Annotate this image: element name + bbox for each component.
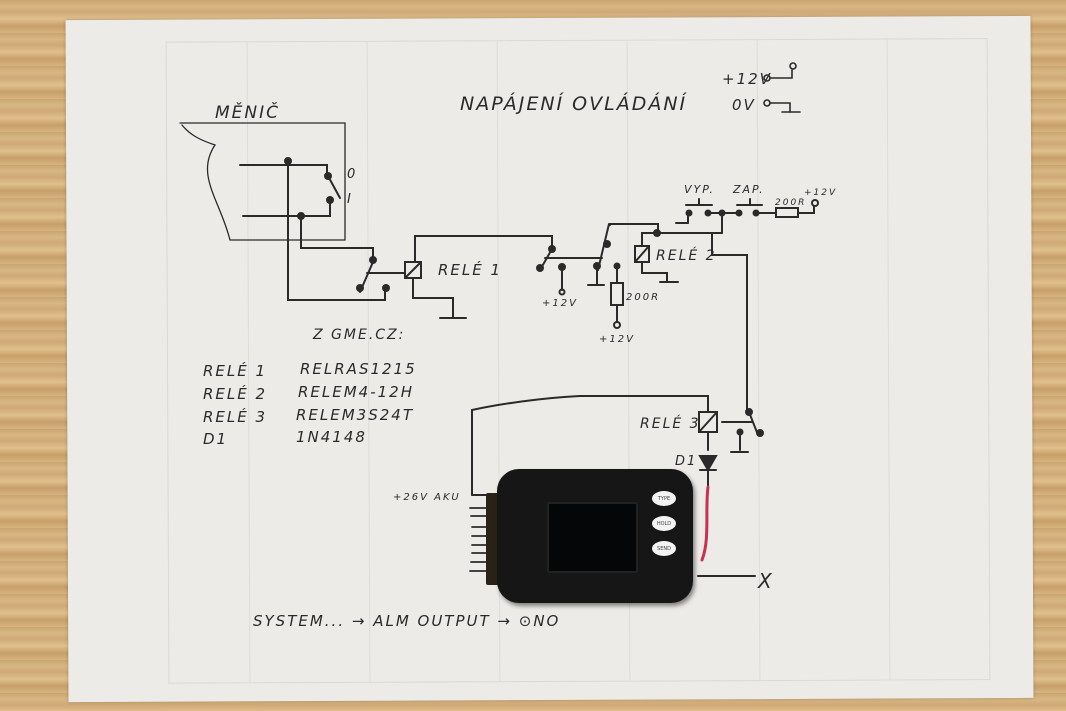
part-ref: D1 xyxy=(203,430,228,448)
relay-1-contact xyxy=(536,245,603,296)
converter-outline xyxy=(179,122,346,241)
resistor-2-label: 200R xyxy=(626,292,660,303)
red-wire xyxy=(700,485,710,562)
battery-label: +26V AKU xyxy=(393,492,461,503)
part-number: RELEM3S24T xyxy=(296,406,414,424)
part-number: 1N4148 xyxy=(296,428,367,446)
parts-source: Z GME.CZ: xyxy=(312,327,405,343)
converter-label: MĚNIČ xyxy=(215,101,280,123)
supply-label-2: +12V xyxy=(599,334,635,345)
supply-label-3: +12V xyxy=(804,188,837,198)
switch-pos-1: I xyxy=(347,192,353,207)
wire-relay2-relay3 xyxy=(711,232,748,413)
parts-list: RELÉ 1 RELRAS1215 RELÉ 2 RELEM4-12H RELÉ… xyxy=(203,360,417,448)
part-ref: RELÉ 1 xyxy=(203,361,267,380)
supply-ground-label: 0V xyxy=(732,96,756,114)
device-button-hold[interactable]: HOLD xyxy=(652,516,676,531)
title: NAPÁJENÍ OVLÁDÁNÍ xyxy=(460,92,688,115)
converter-switch xyxy=(239,157,386,301)
relay-1-label: RELÉ 1 xyxy=(438,260,502,279)
output-x-label: X xyxy=(757,569,774,593)
menu-note: SYSTEM... → ALM OUTPUT → ⊙NO xyxy=(253,612,560,630)
supply-label-1: +12V xyxy=(542,298,578,309)
part-ref: RELÉ 2 xyxy=(203,384,267,403)
relay-3-label: RELÉ 3 xyxy=(640,415,701,432)
diode-label: D1 xyxy=(675,454,697,469)
device-button-type[interactable]: TYPE xyxy=(652,491,676,506)
resistor-1-label: 200R xyxy=(775,198,806,208)
switch-pos-0: 0 xyxy=(347,167,357,182)
relay-1 xyxy=(356,235,553,319)
supply-terminals xyxy=(763,62,801,113)
relay-2 xyxy=(587,223,723,329)
battery-monitor-device: TYPE HOLD SEND xyxy=(497,469,693,603)
supply-plus-label: +12V xyxy=(722,70,772,88)
button-on-label: ZAP. xyxy=(732,183,765,196)
relay-3 xyxy=(471,395,764,496)
part-number: RELEM4-12H xyxy=(298,383,414,401)
device-screen xyxy=(547,502,638,573)
part-number: RELRAS1215 xyxy=(300,360,417,378)
connector-pins xyxy=(469,507,489,572)
part-ref: RELÉ 3 xyxy=(203,407,267,426)
button-off-label: VYP. xyxy=(684,183,715,196)
device-button-send[interactable]: SEND xyxy=(652,541,676,556)
relay-2-label: RELÉ 2 xyxy=(656,247,717,264)
push-buttons xyxy=(675,198,819,234)
